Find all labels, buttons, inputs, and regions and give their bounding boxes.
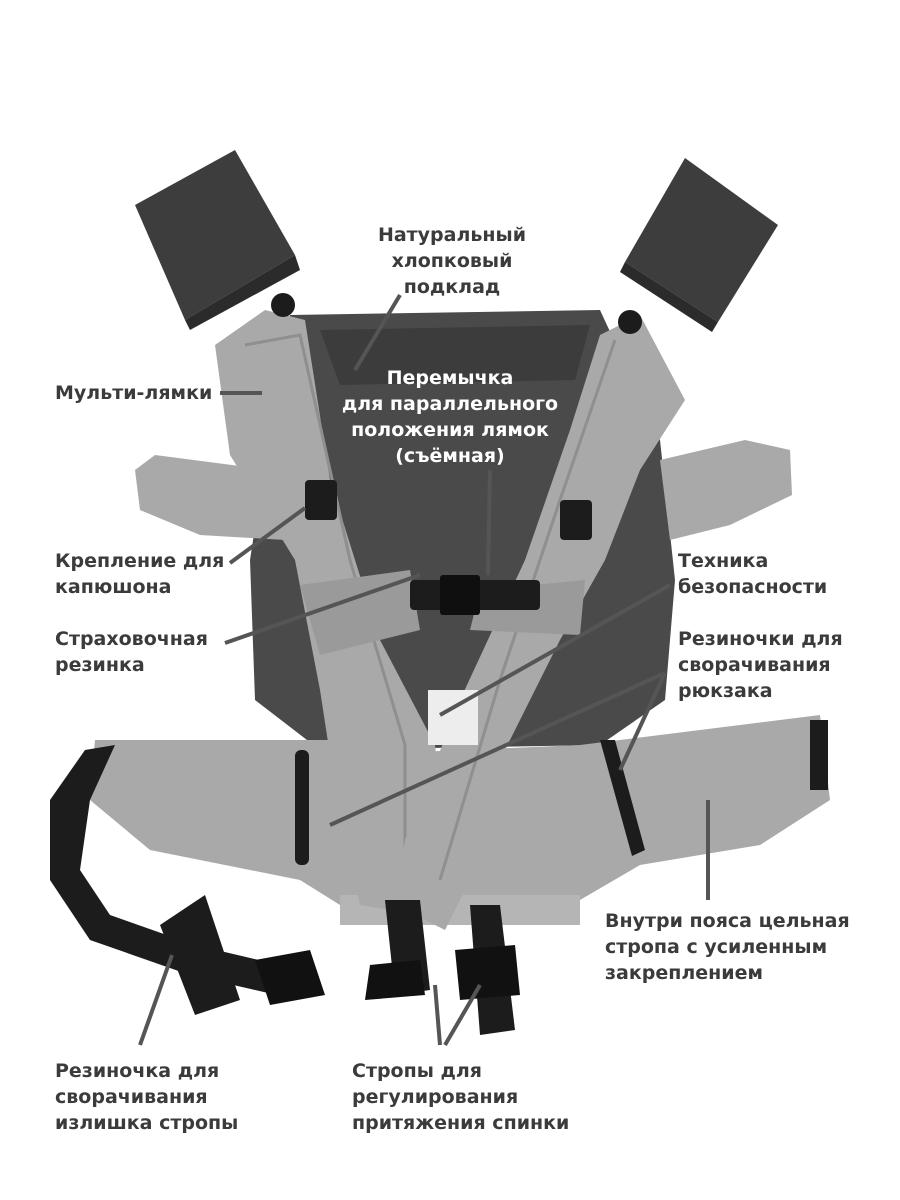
label-excess-elastic: Резиночка для сворачивания излишка строп… <box>55 1060 239 1134</box>
label-safety-elastic: Страховочная резинка <box>55 628 208 676</box>
label-safety-tech: Техника безопасности <box>678 550 828 598</box>
hood-pad-left <box>135 150 300 330</box>
label-hood-mount: Крепление для капюшона <box>55 550 225 598</box>
label-natural-lining: Натуральный хлопковый подклад <box>377 224 527 298</box>
elastic-loop-right <box>600 740 645 856</box>
pointer-lines <box>138 293 710 1047</box>
side-wing-right <box>660 440 792 540</box>
back-adjust-straps <box>365 900 520 1035</box>
label-waist-strap: Внутри пояса цельная стропа с усиленным … <box>605 910 850 984</box>
elastic-loop-left <box>295 750 309 865</box>
label-back-straps: Стропы для регулирования притяжения спин… <box>352 1060 570 1134</box>
shoulder-strap-left <box>215 293 450 915</box>
label-bridge: Перемычка для параллельного положения ля… <box>341 367 559 467</box>
waist-webbing <box>50 745 325 1015</box>
label-multi-straps: Мульти-лямки <box>55 382 213 404</box>
chest-buckle <box>410 575 540 615</box>
label-roll-elastics: Резиночки для сворачивания рюкзака <box>678 628 843 702</box>
hood-pad-right <box>620 158 778 332</box>
